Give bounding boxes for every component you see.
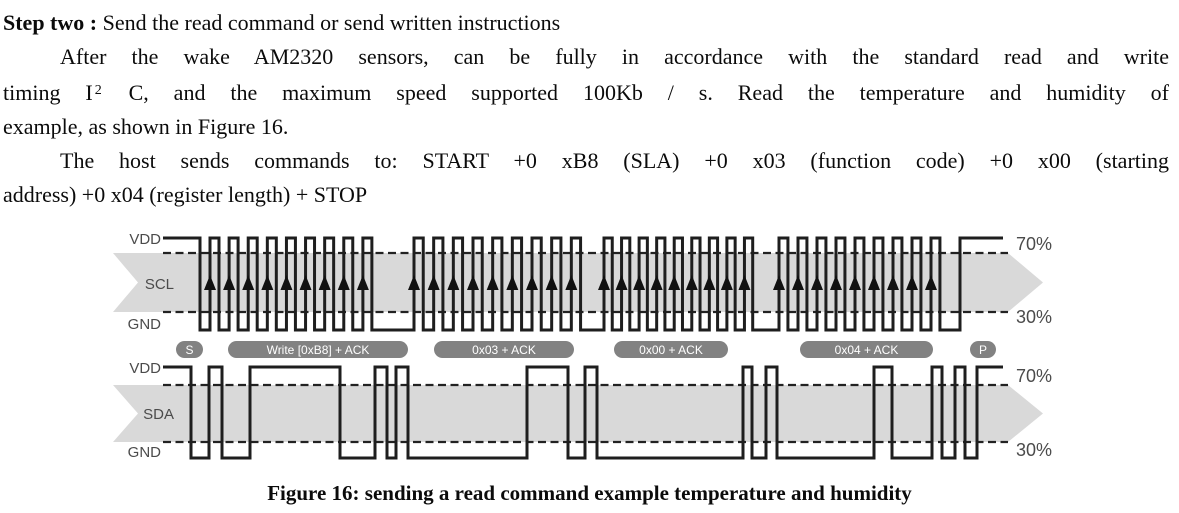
clock-edge-arrow-icon [318, 275, 331, 290]
annotation-pill [614, 341, 728, 358]
annotation-pill-label: 0x04 + ACK [835, 343, 899, 357]
scl-70pct-label: 70% [1016, 234, 1052, 254]
clock-edge-arrow-icon [650, 275, 663, 290]
clock-edge-arrow-icon [685, 275, 698, 290]
clock-edge-arrow-icon [356, 275, 369, 290]
clock-edge-arrow-icon [811, 275, 823, 290]
clock-edge-arrow-icon [598, 275, 610, 290]
clock-edge-arrow-icon [486, 275, 499, 290]
clock-edge-arrow-icon [906, 275, 918, 290]
step-two-heading: Step two : [3, 10, 98, 35]
text-line-2: After the wake AM2320 sensors, can be fu… [60, 44, 1169, 69]
superscript-2: 2 [94, 83, 102, 98]
sda-band [113, 385, 1043, 442]
clock-edge-arrow-icon [427, 275, 440, 290]
annotation-pill [228, 341, 408, 358]
annotation-pill [970, 341, 996, 358]
scl-vdd-label: VDD [129, 231, 161, 248]
sda-signal-label: SDA [143, 406, 174, 423]
clock-edge-arrow-icon [773, 275, 785, 290]
clock-edge-arrow-icon [868, 275, 880, 290]
figure-caption: Figure 16: sending a read command exampl… [267, 481, 912, 505]
annotation-pill-label: P [979, 343, 987, 357]
scl-30pct-label: 30% [1016, 307, 1052, 327]
clock-edge-arrow-icon [720, 275, 733, 290]
clock-edge-arrow-icon [467, 275, 479, 290]
clock-edge-arrow-icon [668, 275, 681, 290]
text-line-6: address) +0 x04 (register length) + STOP [3, 182, 368, 207]
sda-70pct-label: 70% [1016, 366, 1052, 386]
annotation-pill [176, 341, 203, 358]
clock-edge-arrow-icon [337, 275, 350, 290]
clock-edge-arrow-icon [242, 275, 255, 290]
clock-edge-arrow-icon [849, 275, 861, 290]
clock-edge-arrow-icon [703, 275, 716, 290]
sda-30pct-label: 30% [1016, 440, 1052, 460]
clock-edge-arrow-icon [506, 275, 519, 290]
annotation-pill-label: 0x00 + ACK [639, 343, 703, 357]
text-line-1-rest: Send the read command or send written in… [97, 10, 561, 35]
text-line-3-pre: timing I [3, 80, 93, 105]
annotation-pill [800, 341, 933, 358]
clock-edge-arrow-icon [633, 275, 646, 290]
annotation-pill [434, 341, 574, 358]
clock-edge-arrow-icon [408, 275, 420, 290]
annotation-pill-label: Write [0xB8] + ACK [267, 343, 370, 357]
clock-edge-arrow-icon [615, 275, 628, 290]
clock-edge-arrow-icon [447, 275, 460, 290]
clock-edge-arrow-icon [223, 275, 236, 290]
scl-band [113, 253, 1043, 312]
sda-gnd-label: GND [128, 444, 162, 461]
text-line-4: example, as shown in Figure 16. [3, 114, 289, 139]
clock-edge-arrow-icon [204, 275, 216, 290]
clock-edge-arrow-icon [280, 275, 293, 290]
clock-edge-arrow-icon [925, 275, 937, 290]
sda-vdd-label: VDD [129, 360, 161, 377]
clock-edge-arrow-icon [830, 275, 842, 290]
clock-edge-arrow-icon [792, 275, 804, 290]
clock-edge-arrow-icon [545, 275, 558, 290]
annotation-pill-label: S [185, 343, 193, 357]
clock-edge-arrow-icon [526, 275, 538, 290]
clock-edge-arrow-icon [299, 275, 312, 290]
body-text: Step two : Send the read command or send… [3, 6, 1169, 212]
clock-edge-arrow-icon [887, 275, 899, 290]
text-line-3-post: C, and the maximum speed supported 100Kb… [103, 80, 1169, 105]
sda-waveform [163, 365, 1003, 460]
scl-waveform [163, 236, 1003, 332]
text-line-5: The host sends commands to: START +0 xB8… [60, 148, 1169, 173]
scl-signal-label: SCL [145, 276, 174, 293]
scl-gnd-label: GND [128, 316, 162, 333]
text-line-1: Step two : Send the read command or send… [3, 6, 1169, 40]
clock-edge-arrow-icon [565, 275, 578, 290]
clock-edge-arrow-icon [738, 275, 751, 290]
clock-edge-arrow-icon [261, 275, 274, 290]
annotation-pill-label: 0x03 + ACK [472, 343, 536, 357]
